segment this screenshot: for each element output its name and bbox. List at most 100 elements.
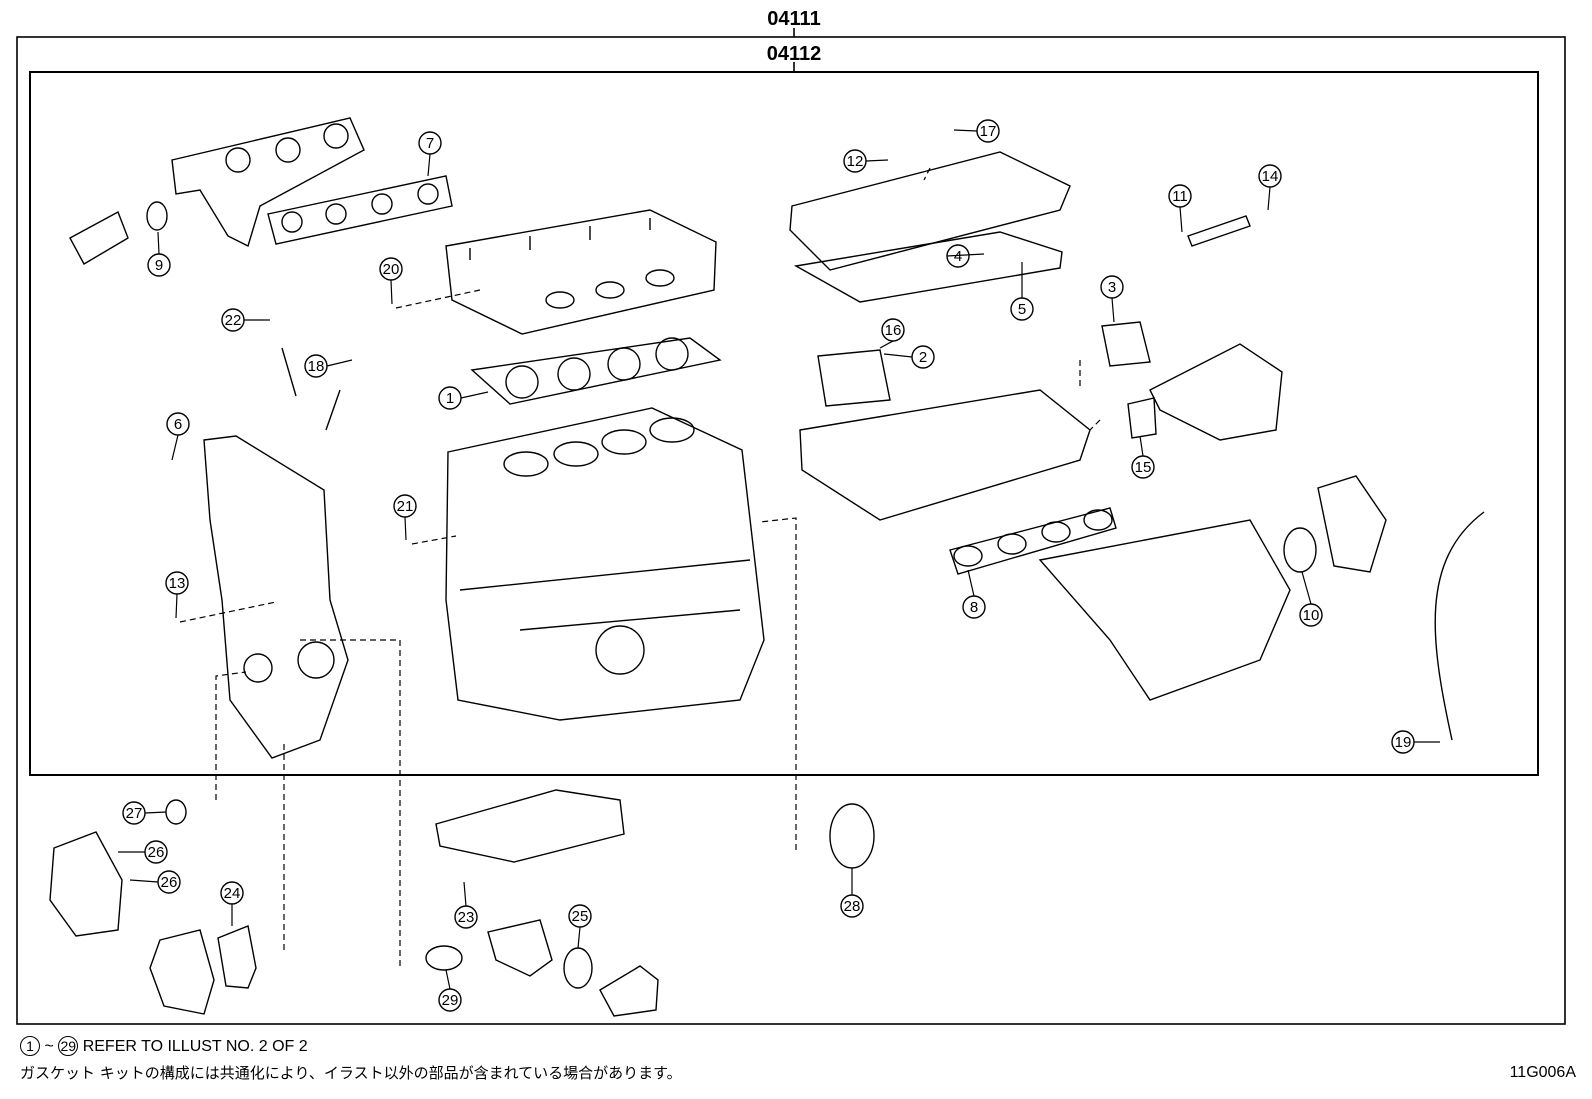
cylinder-block [445,407,765,721]
svg-text:24: 24 [224,885,241,902]
svg-text:18: 18 [308,358,325,375]
callout-21: 21 [393,494,417,518]
callout-14: 14 [1258,164,1282,188]
callout-28: 28 [840,894,864,918]
svg-text:22: 22 [225,312,242,329]
callout-18: 18 [304,354,328,378]
svg-text:2: 2 [919,349,927,366]
svg-text:17: 17 [980,123,997,140]
callout-22: 22 [221,308,245,332]
svg-text:4: 4 [954,248,962,265]
gasket-24 [217,925,257,989]
injector [1187,215,1251,247]
svg-text:12: 12 [847,153,864,170]
svg-text:23: 23 [458,909,475,926]
footer-japanese-note: ガスケット キットの構成には共通化により、イラスト以外の部品が含まれている場合が… [20,1064,682,1082]
callout-8: 8 [962,595,986,619]
intake-manifold [1038,519,1291,701]
gasket-15 [1127,397,1157,439]
svg-text:10: 10 [1303,607,1320,624]
inner-kit-frame [29,71,1539,776]
callout-24: 24 [220,881,244,905]
note-end-callout: 29 [58,1036,79,1056]
callout-16: 16 [881,318,905,342]
callout-5: 5 [1010,297,1034,321]
water-inlet [487,919,553,977]
svg-text:5: 5 [1018,301,1026,318]
callout-11: 11 [1168,184,1192,208]
svg-text:7: 7 [426,135,434,152]
front-pipe [69,211,129,265]
water-outlet [1149,343,1283,441]
cylinder-head [445,209,717,335]
callout-15: 15 [1131,455,1155,479]
figure-code: 11G006A [1509,1064,1576,1081]
note-start-callout: 1 [20,1036,40,1056]
svg-text:3: 3 [1108,279,1116,296]
cylinder-head-cover [789,151,1071,271]
o-ring-29 [425,945,463,971]
outer-kit-frame [16,36,1566,1025]
head-gasket [470,337,722,405]
callout-19: 19 [1391,730,1415,754]
svg-text:9: 9 [155,257,163,274]
svg-text:6: 6 [174,416,182,433]
gasket-5 [793,231,1063,303]
callout-3: 3 [1100,275,1124,299]
water-pump [149,929,215,1015]
callout-27: 27 [122,801,146,825]
svg-text:26: 26 [161,874,178,891]
callout-26b: 26 [157,870,181,894]
callout-25: 25 [568,904,592,928]
header-outer-code: 04111 [767,8,820,30]
svg-text:16: 16 [885,322,902,339]
gasket-10 [1283,527,1317,573]
exhaust-manifold [171,117,365,247]
svg-text:14: 14 [1262,168,1279,185]
svg-text:21: 21 [397,498,414,515]
gasket-25 [563,947,593,989]
gasket-3 [1101,321,1151,367]
callout-2: 2 [911,345,935,369]
valve [281,347,341,431]
oil-pan [435,789,625,863]
callout-7: 7 [418,131,442,155]
svg-text:1: 1 [446,390,454,407]
callout-26a: 26 [144,840,168,864]
callout-6: 6 [166,412,190,436]
svg-text:13: 13 [169,575,186,592]
svg-text:15: 15 [1135,459,1152,476]
footer-reference-note: 1 ~ 29 REFER TO ILLUST NO. 2 OF 2 [20,1036,308,1056]
oil-level-gauge [1434,511,1485,741]
oil-seal-27 [165,799,187,825]
svg-text:27: 27 [126,805,143,822]
svg-text:19: 19 [1395,734,1412,751]
gasket-9 [146,201,168,231]
callout-20: 20 [379,257,403,281]
header-inner-code: 04112 [767,43,822,65]
bearing-cap [817,349,891,407]
throttle-body [1317,475,1387,573]
oil-seal-28 [829,803,875,869]
svg-text:20: 20 [383,261,400,278]
callout-1: 1 [438,386,462,410]
callout-9: 9 [147,253,171,277]
svg-text:29: 29 [442,992,459,1009]
callout-23: 23 [454,905,478,929]
pump-body [49,831,123,937]
svg-text:28: 28 [844,898,861,915]
timing-cover [203,435,349,759]
gasket-7 [267,175,453,245]
callout-12: 12 [843,149,867,173]
svg-text:11: 11 [1172,188,1188,205]
svg-text:26: 26 [148,844,165,861]
note-text: REFER TO ILLUST NO. 2 OF 2 [82,1038,308,1055]
callout-17: 17 [976,119,1000,143]
callout-10: 10 [1299,603,1323,627]
callout-13: 13 [165,571,189,595]
note-tilde: ~ [44,1038,54,1055]
camshaft-housing [799,389,1091,521]
callout-29: 29 [438,988,462,1012]
water-inlet-pipe [599,965,659,1017]
